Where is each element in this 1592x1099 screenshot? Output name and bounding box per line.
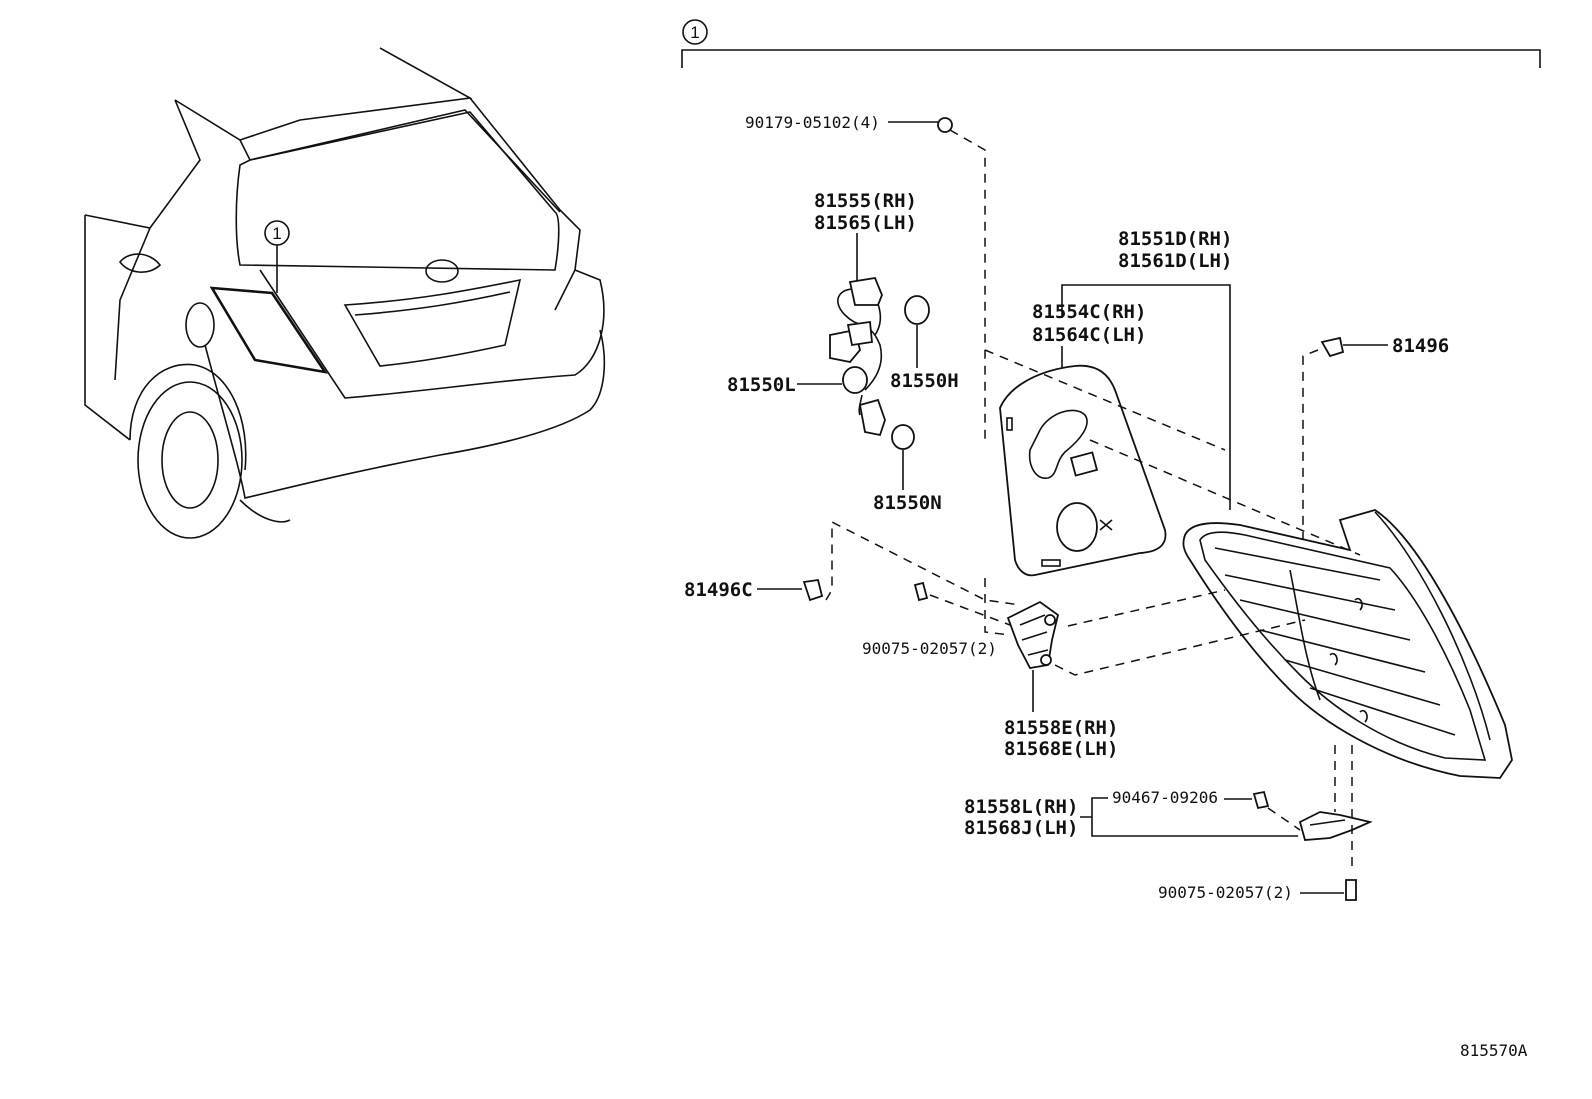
label-nut-90467: 90467-09206: [1112, 788, 1218, 807]
socket-wire-assembly: 81555(RH) 81565(LH): [814, 190, 917, 437]
label-socket-81555: 81555(RH): [814, 190, 917, 212]
label-bulb-81550h: 81550H: [890, 370, 959, 392]
label-screw-90179: 90179-05102(4): [745, 113, 880, 132]
label-bracket-81558l: 81558L(RH): [964, 796, 1078, 818]
label-socket-81565: 81565(LH): [814, 212, 917, 234]
screw-90179: 90179-05102(4): [745, 113, 986, 440]
assembly-callout-number: 1: [690, 23, 699, 42]
screw-90075-b: 90075-02057(2): [1158, 879, 1357, 902]
label-screw-90075-a: 90075-02057(2): [862, 639, 997, 658]
label-clip-81496: 81496: [1392, 335, 1449, 357]
label-screw-90075-b: 90075-02057(2): [1158, 883, 1293, 902]
guide-line-middle: [1089, 439, 1361, 556]
clip-81496c: 81496C: [684, 520, 1021, 606]
guide-line-upper: [984, 349, 1226, 451]
screw-90075-a: 90075-02057(2): [862, 581, 1226, 658]
label-gasket-81564c: 81564C(LH): [1032, 324, 1146, 346]
gasket-81554c: 81554C(RH) 81564C(LH): [999, 301, 1167, 577]
label-bracket-81568e: 81568E(LH): [1004, 738, 1118, 760]
label-gasket-81554c: 81554C(RH): [1032, 301, 1146, 323]
diagram-code: 815570A: [1460, 1041, 1528, 1060]
label-bulb-81550n: 81550N: [873, 492, 942, 514]
label-clip-81496c: 81496C: [684, 579, 753, 601]
bulbs: 81550H 81550L 81550N: [727, 295, 959, 514]
bracket-81558e: 81558E(RH) 81568E(LH): [984, 578, 1306, 760]
label-lamp-81551d: 81551D(RH): [1118, 228, 1232, 250]
label-bracket-81558e: 81558E(RH): [1004, 717, 1118, 739]
label-lamp-81561d: 81561D(LH): [1118, 250, 1232, 272]
bracket-81558l: 81558L(RH) 81568J(LH) 90467-09206: [964, 745, 1373, 870]
clip-81496: 81496: [1302, 335, 1449, 540]
assembly-bracket: 1: [681, 19, 1541, 68]
car-callout-number: 1: [272, 224, 281, 243]
lamp-assembly-81551d: 81551D(RH) 81561D(LH): [1061, 228, 1513, 779]
label-bracket-81568j: 81568J(LH): [964, 817, 1078, 839]
car-rear-illustration: 1: [84, 47, 606, 539]
label-bulb-81550l: 81550L: [727, 374, 796, 396]
